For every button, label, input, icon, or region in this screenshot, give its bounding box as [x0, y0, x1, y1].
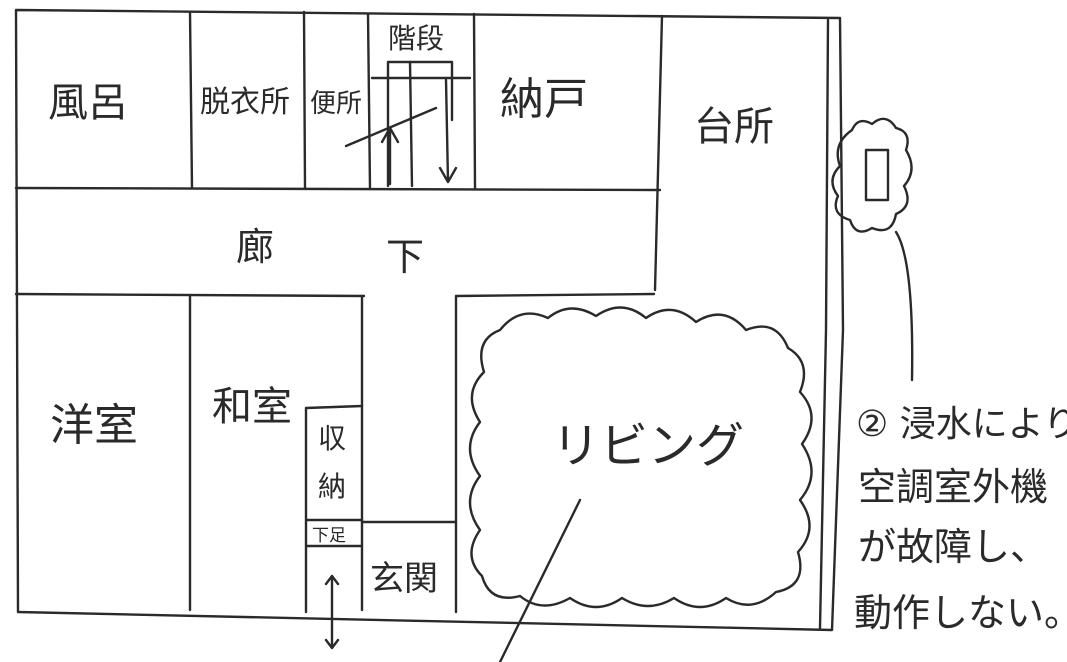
wall-dressing-toilet [302, 10, 307, 190]
note-pointer [894, 230, 914, 382]
stairs-up-arrow [380, 126, 400, 186]
inner-wall [818, 18, 830, 630]
note-line-3: が故障し、 [858, 525, 1048, 569]
label-living: リビング [552, 418, 744, 474]
label-closet-1: 収 [318, 422, 346, 455]
label-japanese-room: 和室 [212, 384, 292, 430]
label-bath: 風呂 [48, 80, 128, 126]
stairs-line [408, 60, 414, 188]
stairs-cut-line [344, 106, 438, 148]
outdoor-unit-box [864, 148, 890, 202]
label-kitchen: 台所 [694, 104, 774, 150]
wall-bath-dressing [188, 10, 194, 190]
wall-storage-kitchen [653, 14, 664, 292]
label-stairs: 階段 [388, 22, 444, 55]
stairs-down-arrow [438, 78, 458, 184]
wall-toilet-stairs [366, 12, 372, 190]
outdoor-unit-cloud [831, 117, 913, 233]
label-entrance: 玄関 [370, 559, 438, 599]
wall-top-rooms [14, 186, 662, 192]
label-hallway-right: 下 [386, 235, 424, 279]
label-hallway-left: 廊 [236, 225, 274, 269]
note-line-2: 空調室外機 [858, 465, 1048, 509]
label-western-room: 洋室 [50, 400, 138, 451]
outer-wall [14, 8, 845, 632]
label-storage: 納戸 [500, 74, 588, 125]
living-pointer [498, 498, 582, 662]
label-dressing: 脱衣所 [200, 85, 290, 120]
label-shoe-box: 下足 [312, 526, 346, 546]
wall-stairs-storage [472, 12, 477, 190]
note-line-1: ② 浸水により [856, 404, 1067, 445]
label-toilet: 便所 [310, 89, 362, 119]
note-line-4: 動作しない。 [854, 591, 1067, 635]
label-closet-2: 納 [318, 470, 346, 503]
exit-arrow [324, 574, 340, 650]
living-cloud [468, 306, 813, 609]
wall-living [454, 292, 656, 614]
closet-box [304, 404, 364, 614]
